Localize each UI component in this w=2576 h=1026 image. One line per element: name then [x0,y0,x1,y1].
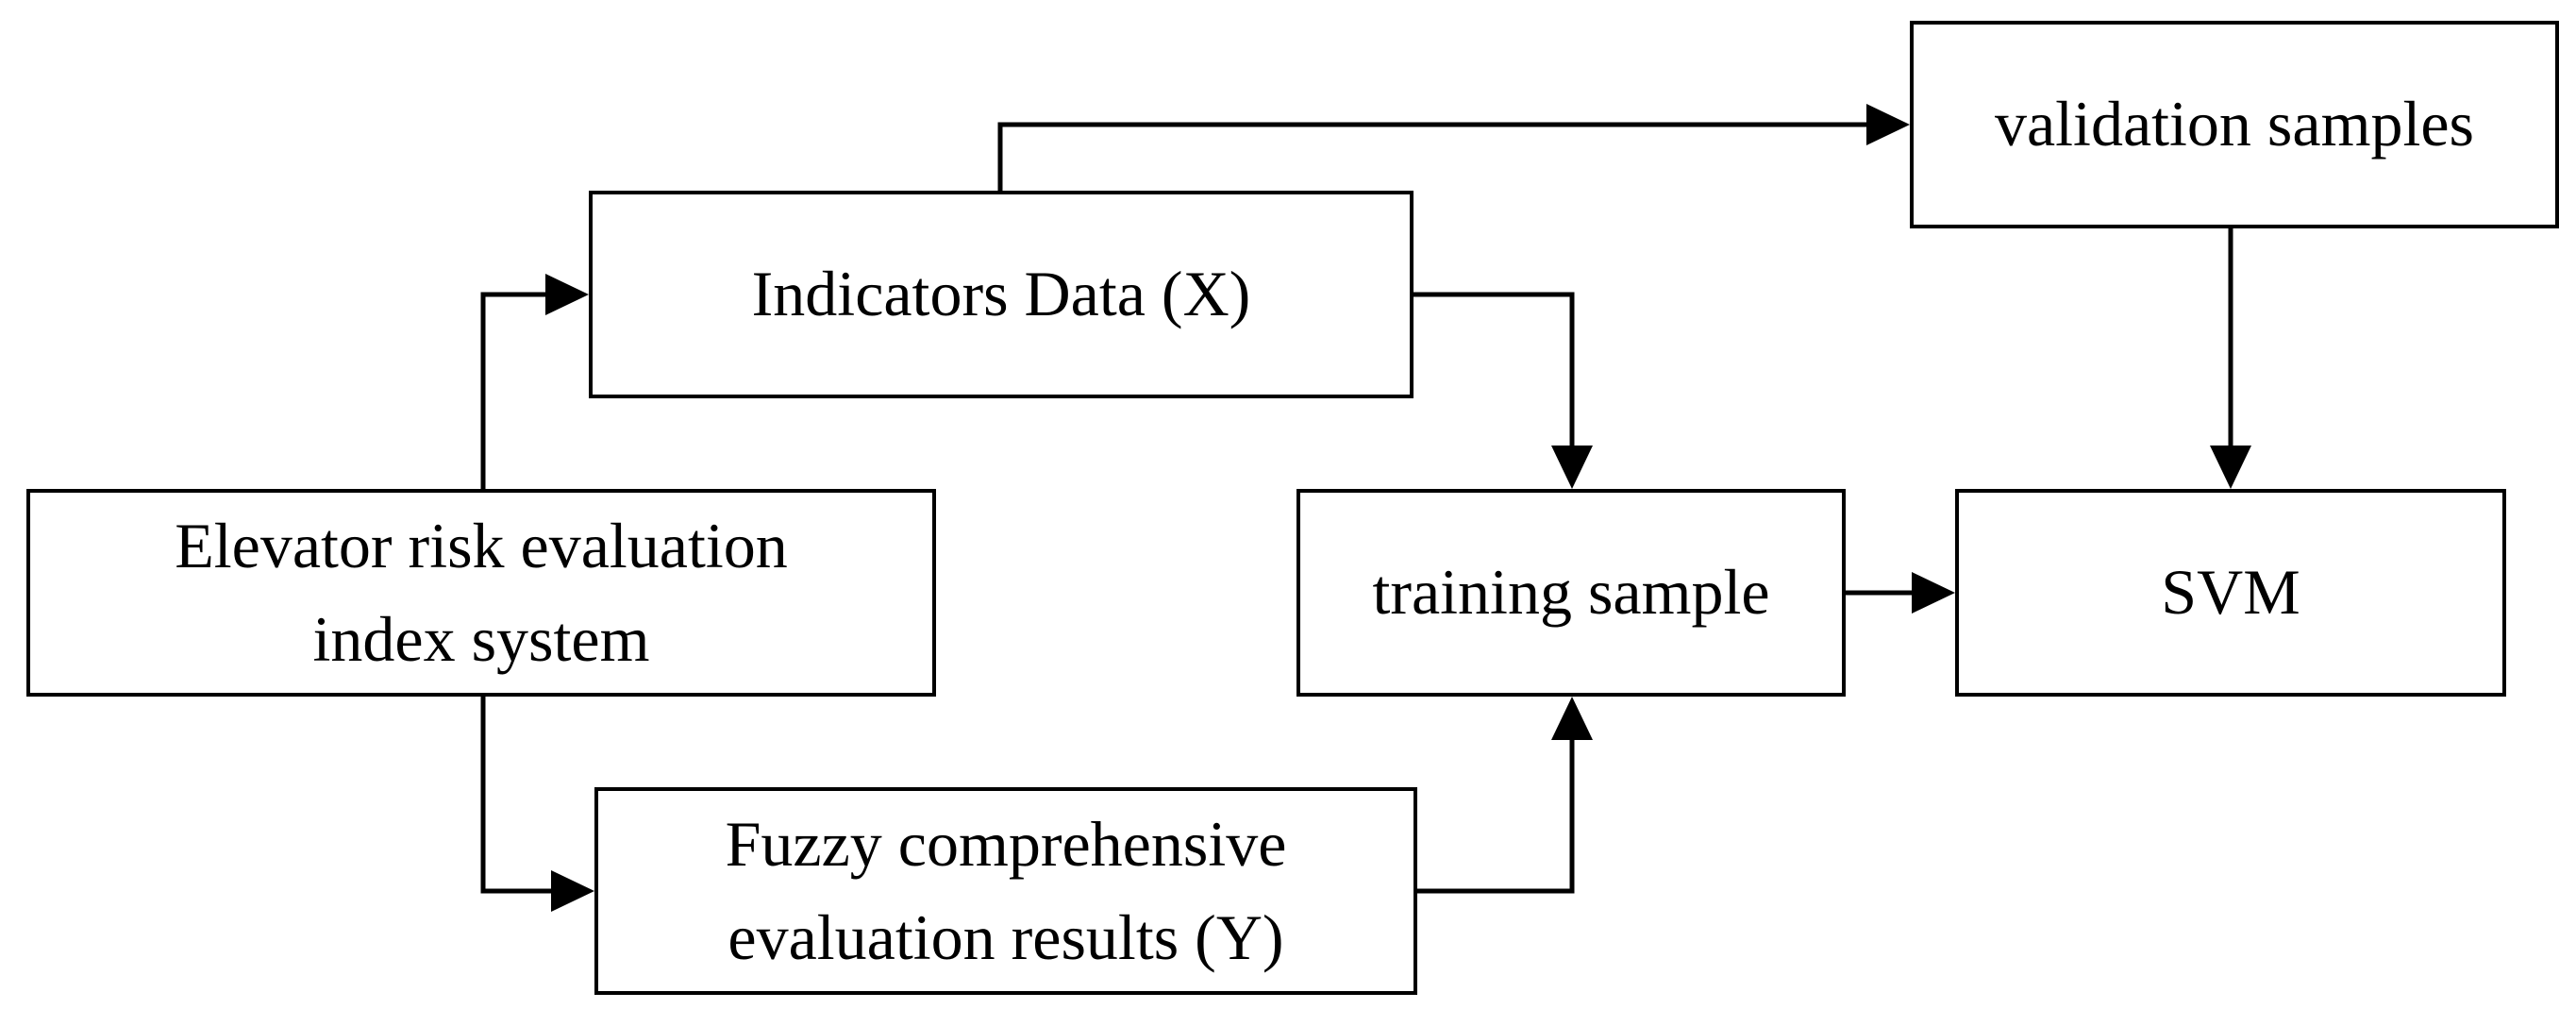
validation-samples-node: validation samples [1910,21,2559,228]
fuzzy-evaluation-label-line1: Fuzzy comprehensive [725,808,1287,881]
arrow-elevator-to-indicators [480,292,545,489]
arrowhead-validation-to-svm [2210,446,2251,489]
validation-samples-label: validation samples [1994,88,2474,160]
arrowhead-indicators-to-training [1551,446,1593,489]
indicators-data-label: Indicators Data (X) [751,258,1251,330]
elevator-risk-node: Elevator risk evaluation index system [26,489,936,697]
arrow-fuzzy-to-training [1417,740,1575,894]
arrow-indicators-to-validation [997,122,1866,191]
indicators-data-node: Indicators Data (X) [589,191,1413,398]
fuzzy-evaluation-node: Fuzzy comprehensive evaluation results (… [594,787,1417,995]
elevator-risk-label-line2: index system [312,603,650,675]
arrowhead-indicators-to-validation [1866,104,1910,145]
training-sample-label: training sample [1372,556,1770,629]
training-sample-node: training sample [1296,489,1846,697]
arrowhead-elevator-to-indicators [545,274,589,315]
svm-label: SVM [2161,556,2300,629]
arrow-indicators-to-training [1413,292,1575,446]
arrowhead-training-to-svm [1912,572,1955,614]
svm-node: SVM [1955,489,2506,697]
elevator-risk-label-line1: Elevator risk evaluation [175,510,788,582]
arrowhead-fuzzy-to-training [1551,697,1593,740]
arrow-elevator-to-fuzzy [480,697,551,894]
fuzzy-evaluation-label-line2: evaluation results (Y) [728,901,1284,973]
arrowhead-elevator-to-fuzzy [551,870,594,912]
